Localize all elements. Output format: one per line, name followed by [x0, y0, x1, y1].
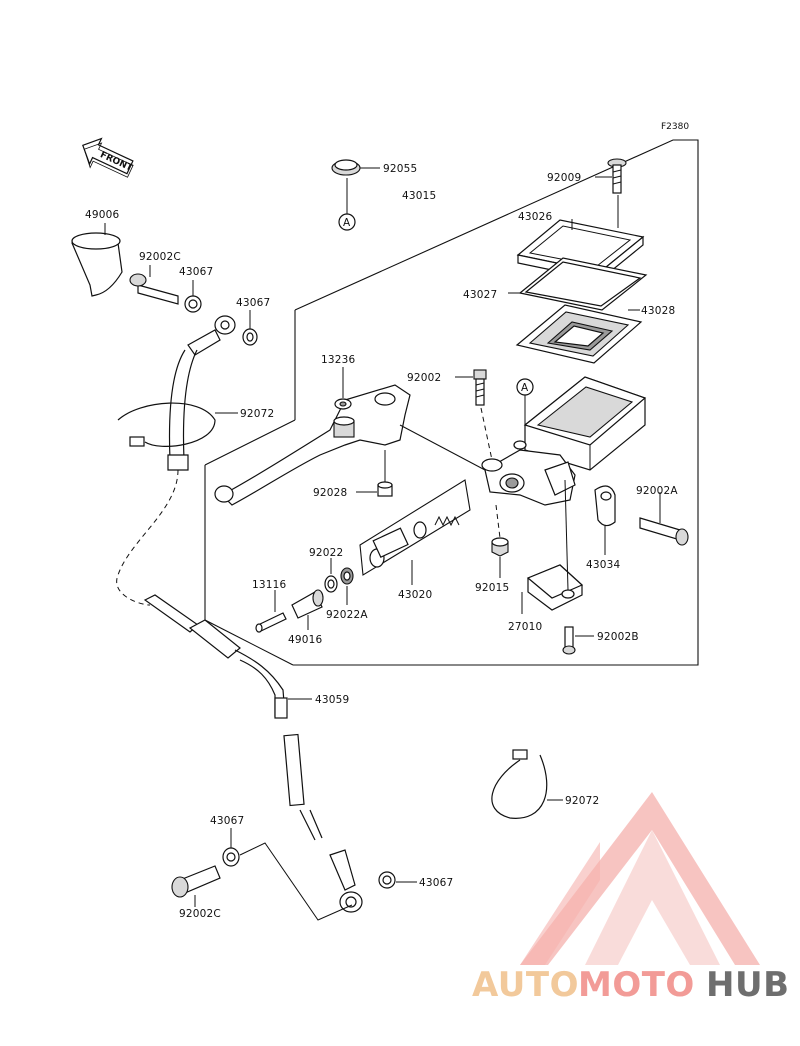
ref-marker-a-body-label: A [521, 382, 529, 394]
front-direction-arrow: FRONT [82, 137, 135, 178]
banjo-bolt-92002c-top [129, 273, 179, 305]
part-label-43028: 43028 [641, 305, 675, 317]
watermark-logo: AUTO MOTO HUB [472, 792, 789, 1005]
seal-92022A [340, 567, 354, 585]
part-label-92055: 92055 [383, 163, 417, 175]
clutch-hose-upper [167, 315, 236, 471]
ref-marker-a-top [338, 213, 356, 231]
part-label-43015: 43015 [402, 190, 436, 202]
part-label-43067-b: 43067 [236, 297, 270, 309]
part-label-13236: 13236 [321, 354, 356, 366]
part-label-92009: 92009 [547, 172, 581, 184]
part-label-92002A: 92002A [636, 485, 678, 497]
bolt-92002 [473, 369, 487, 406]
assembly-link-line [239, 842, 353, 921]
banjo-bolt-92002c-bottom [171, 865, 221, 898]
assembly-frame [204, 139, 699, 666]
washer-43067-a [184, 295, 202, 313]
washer-92022 [324, 575, 338, 593]
part-label-43067-a: 43067 [179, 266, 213, 278]
part-label-92022: 92022 [309, 547, 343, 559]
part-label-43059: 43059 [315, 694, 349, 706]
part-label-43067-d: 43067 [419, 877, 453, 889]
hose-clamp-92072-top [117, 402, 216, 447]
watermark-text-moto: MOTO [578, 965, 695, 1005]
washer-43067-d [378, 871, 396, 889]
rod-13116 [255, 612, 287, 633]
part-label-92072-top: 92072 [240, 408, 274, 420]
part-label-43034: 43034 [586, 559, 621, 571]
part-label-43027: 43027 [463, 289, 497, 301]
part-label-43020: 43020 [398, 589, 432, 601]
screw-92009 [607, 158, 627, 194]
part-label-92022A: 92022A [326, 609, 368, 621]
boot-49016 [291, 589, 324, 619]
figure-id: F2380 [661, 122, 689, 132]
washer-43067-c [222, 847, 240, 867]
part-label-27010: 27010 [508, 621, 542, 633]
clutch-hose-43059 [143, 594, 288, 719]
hose-path-dashed [116, 469, 179, 606]
piston-kit-43020 [359, 479, 471, 576]
part-label-49006: 49006 [85, 209, 120, 221]
lever-13236 [214, 384, 411, 506]
master-cylinder-body [481, 376, 647, 506]
part-label-13116: 13116 [252, 579, 287, 591]
clutch-hose-lower [283, 733, 363, 913]
part-label-43067-c: 43067 [210, 815, 244, 827]
part-label-92072-bottom: 92072 [565, 795, 599, 807]
bolt-92002A [639, 517, 689, 546]
part-label-43026: 43026 [518, 211, 553, 223]
part-label-92002: 92002 [407, 372, 441, 384]
pin-92028 [377, 481, 393, 497]
diaphragm-43028 [515, 304, 643, 364]
nut-92015 [491, 537, 509, 557]
part-label-92002C-bottom: 92002C [179, 908, 221, 920]
plate-43027 [518, 257, 648, 311]
washer-43067-b [242, 328, 258, 346]
screw-92002B [562, 626, 576, 655]
hose-clamp-92072-bottom [491, 749, 548, 819]
watermark-text-auto: AUTO [472, 965, 579, 1005]
clamp-43034 [594, 485, 616, 527]
ref-marker-a-top-label: A [343, 217, 351, 229]
switch-27010 [526, 564, 584, 611]
part-label-49016: 49016 [288, 634, 323, 646]
watermark-text-hub: HUB [706, 965, 789, 1005]
part-label-92028: 92028 [313, 487, 347, 499]
boot-49006 [71, 232, 123, 297]
part-label-92002C-top: 92002C [139, 251, 181, 263]
cap-92055 [331, 159, 361, 176]
part-label-92015: 92015 [475, 582, 509, 594]
part-label-92002B: 92002B [597, 631, 639, 643]
